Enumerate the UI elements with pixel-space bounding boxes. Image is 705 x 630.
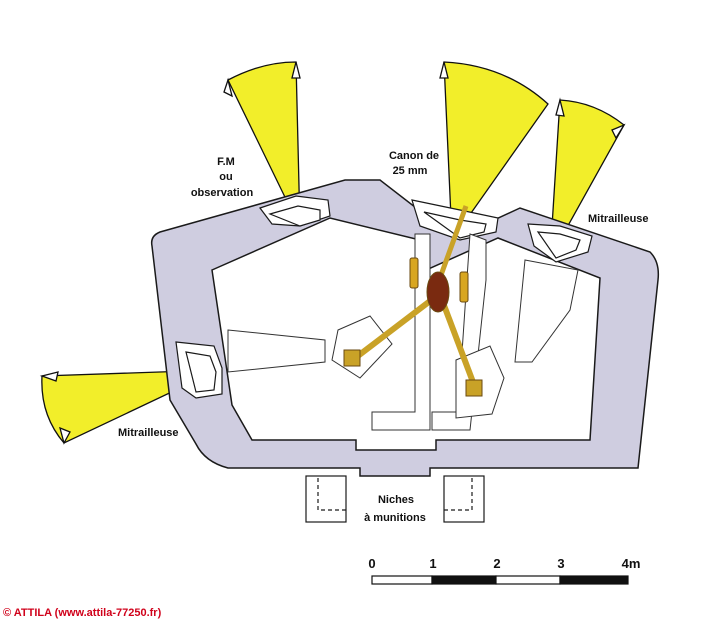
arrow-mitr-right-left	[555, 97, 565, 117]
label-fm-line1: F.M	[217, 156, 235, 168]
scale-tick-0: 0	[368, 556, 375, 571]
scale-segment-0	[371, 575, 433, 585]
embrasure-mitr-right-inner	[536, 231, 581, 259]
fire-sector-mitrailleuse-right	[549, 99, 625, 259]
gun-trail-left	[348, 295, 436, 365]
scale-segment-3	[559, 575, 629, 585]
arrow-fm-left	[223, 77, 233, 98]
label-mitrailleuse-right: Mitrailleuse	[588, 213, 649, 225]
fields-of-fire	[39, 61, 626, 445]
fire-sector-canon	[443, 61, 549, 242]
label-canon-line1: Canon de	[389, 150, 439, 162]
label-niches-line1: Niches	[378, 494, 414, 506]
interior-features	[227, 233, 579, 431]
arrow-canon-left	[439, 61, 449, 79]
label-canon-line2: 25 mm	[393, 165, 428, 177]
embrasure-fm-inner	[268, 205, 321, 227]
arrow-mitr-right-right	[611, 123, 626, 140]
gun-trail-right	[439, 298, 479, 392]
copyright-notice: © ATTILA (www.attila-77250.fr)	[3, 607, 162, 619]
label-mitrailleuse-left: Mitrailleuse	[118, 427, 179, 439]
gun-wheel-left	[409, 257, 419, 289]
arrow-fm-right	[291, 61, 301, 79]
bunker-walls	[150, 179, 660, 477]
arrow-mitr-left-top	[39, 371, 59, 382]
fire-sector-fm	[227, 61, 301, 229]
embrasure-mitr-left-inner	[185, 351, 217, 393]
niche-left-dash	[317, 478, 346, 511]
canon-25mm	[343, 205, 483, 397]
label-fm-line2: ou	[219, 171, 232, 183]
niche-right-dash	[444, 478, 473, 511]
gun-trail-end-right	[465, 379, 483, 397]
scale-tick-3: 3	[557, 556, 564, 571]
ammo-niches	[305, 475, 485, 523]
scale-segment-2	[495, 575, 561, 585]
mitr-left-platform	[227, 329, 326, 373]
gun-platform-left	[331, 315, 393, 379]
gun-wheel-right	[459, 271, 469, 303]
scale-tick-1: 1	[429, 556, 436, 571]
niche-left	[305, 475, 347, 523]
scale-tick-4m: 4m	[622, 556, 641, 571]
scale-segment-1	[431, 575, 497, 585]
gun-trail-end-left	[343, 349, 361, 367]
arrow-mitr-left-bottom	[59, 426, 71, 445]
mitr-right-platform	[514, 259, 579, 363]
label-niches-line2: à munitions	[364, 512, 426, 524]
gun-carriage	[426, 271, 450, 313]
scale-bar: 0 1 2 3 4m	[368, 556, 641, 585]
label-fm-line3: observation	[191, 187, 254, 199]
scale-tick-2: 2	[493, 556, 500, 571]
niche-right	[443, 475, 485, 523]
embrasures	[175, 195, 593, 399]
